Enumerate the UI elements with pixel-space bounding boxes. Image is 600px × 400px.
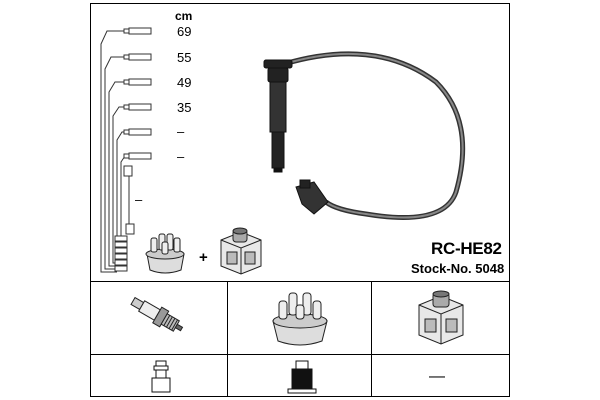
- ignition-coil-icon: [220, 227, 262, 275]
- divider-top: [91, 281, 509, 282]
- ignition-wire-icon: [263, 51, 466, 221]
- extra-wire: [123, 165, 135, 235]
- spark-plug-icon: [130, 296, 184, 332]
- extra-wire-length: –: [135, 192, 143, 207]
- wire-length-3: 49: [177, 75, 192, 90]
- ignition-coil-large-icon: [418, 290, 464, 345]
- wire-length-1: 69: [177, 24, 192, 39]
- wire-length-2: 55: [177, 50, 192, 65]
- distributor-cap-large-icon: [272, 292, 328, 346]
- stock-number: Stock-No. 5048: [411, 261, 505, 276]
- product-card: cm 69 55 49 35 – – – +: [90, 3, 510, 397]
- column-divider-1: [227, 281, 228, 397]
- wire-set-diagram: [100, 27, 152, 273]
- bundle-terminals: [114, 235, 128, 272]
- part-number: RC-HE82: [431, 239, 502, 258]
- coil-connector-none: —: [429, 368, 445, 385]
- plus-sign: +: [199, 249, 208, 266]
- wire-length-5: –: [177, 124, 185, 139]
- distributor-cap-icon: [145, 233, 185, 274]
- column-divider-2: [371, 281, 372, 397]
- wire-terminals: [123, 27, 152, 160]
- wire-length-6: –: [177, 149, 185, 164]
- plug-terminal-icon: [151, 360, 171, 393]
- divider-bottom: [91, 354, 509, 355]
- cap-terminal-icon: [287, 360, 317, 394]
- wire-length-4: 35: [177, 100, 192, 115]
- unit-label: cm: [175, 9, 193, 23]
